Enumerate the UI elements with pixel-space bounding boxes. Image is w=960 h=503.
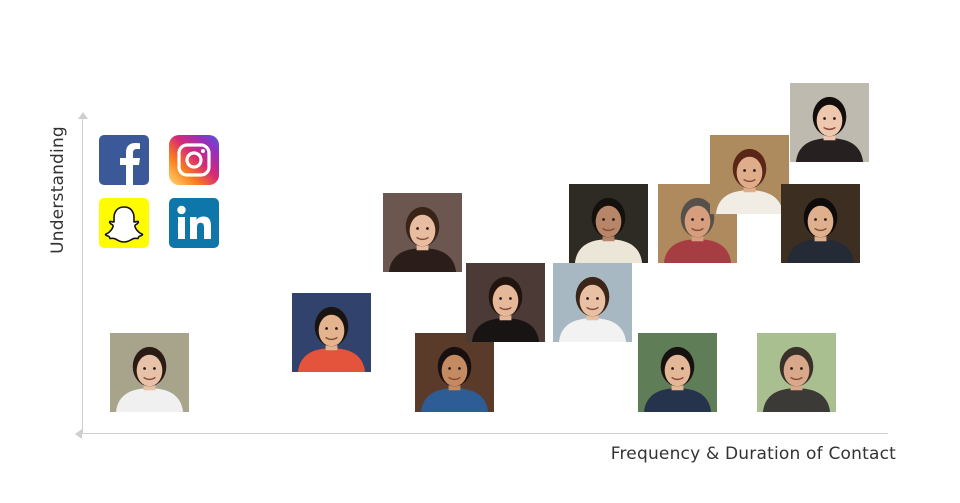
person-photo-6 xyxy=(553,263,632,342)
snapchat-icon xyxy=(99,198,149,248)
y-axis-arrow xyxy=(78,112,88,119)
person-photo-13 xyxy=(757,333,836,412)
y-axis-line xyxy=(82,118,83,434)
person-photo-12 xyxy=(781,184,860,263)
person-photo-7 xyxy=(569,184,648,263)
linkedin-icon xyxy=(169,198,219,248)
x-axis-label: Frequency & Duration of Contact xyxy=(610,444,896,464)
person-photo-11 xyxy=(790,83,869,162)
person-photo-10 xyxy=(710,135,789,214)
facebook-icon xyxy=(99,135,149,185)
person-photo-2 xyxy=(292,293,371,372)
person-photo-4 xyxy=(415,333,494,412)
y-axis-label: Understanding xyxy=(48,126,68,254)
person-photo-5 xyxy=(466,263,545,342)
person-photo-8 xyxy=(638,333,717,412)
x-axis-line xyxy=(82,433,888,434)
x-axis-arrow xyxy=(75,429,82,439)
person-photo-3 xyxy=(383,193,462,272)
instagram-icon xyxy=(169,135,219,185)
person-photo-1 xyxy=(110,333,189,412)
